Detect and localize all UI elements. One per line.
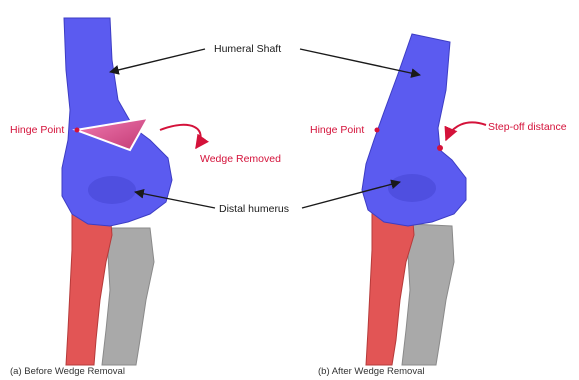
arrow-step-off	[446, 122, 486, 140]
label-distal-humerus: Distal humerus	[219, 203, 289, 215]
hinge-point-dot-left	[75, 128, 80, 133]
step-off-point-dot	[437, 145, 443, 151]
label-hinge-point-right: Hinge Point	[310, 124, 364, 136]
label-humeral-shaft: Humeral Shaft	[214, 43, 281, 55]
label-hinge-point-left: Hinge Point	[10, 124, 64, 136]
panel-after	[362, 34, 466, 365]
condyle-left	[88, 176, 136, 204]
caption-before: (a) Before Wedge Removal	[10, 366, 125, 377]
condyle-right	[388, 174, 436, 202]
label-wedge-removed: Wedge Removed	[200, 153, 281, 165]
caption-after: (b) After Wedge Removal	[318, 366, 424, 377]
ulna-bone-left	[102, 228, 154, 365]
hinge-point-dot-right	[375, 128, 380, 133]
arrow-humeral-shaft-left	[110, 49, 205, 72]
arrow-wedge-removed	[160, 125, 201, 148]
label-step-off-distance: Step-off distance	[488, 121, 567, 133]
